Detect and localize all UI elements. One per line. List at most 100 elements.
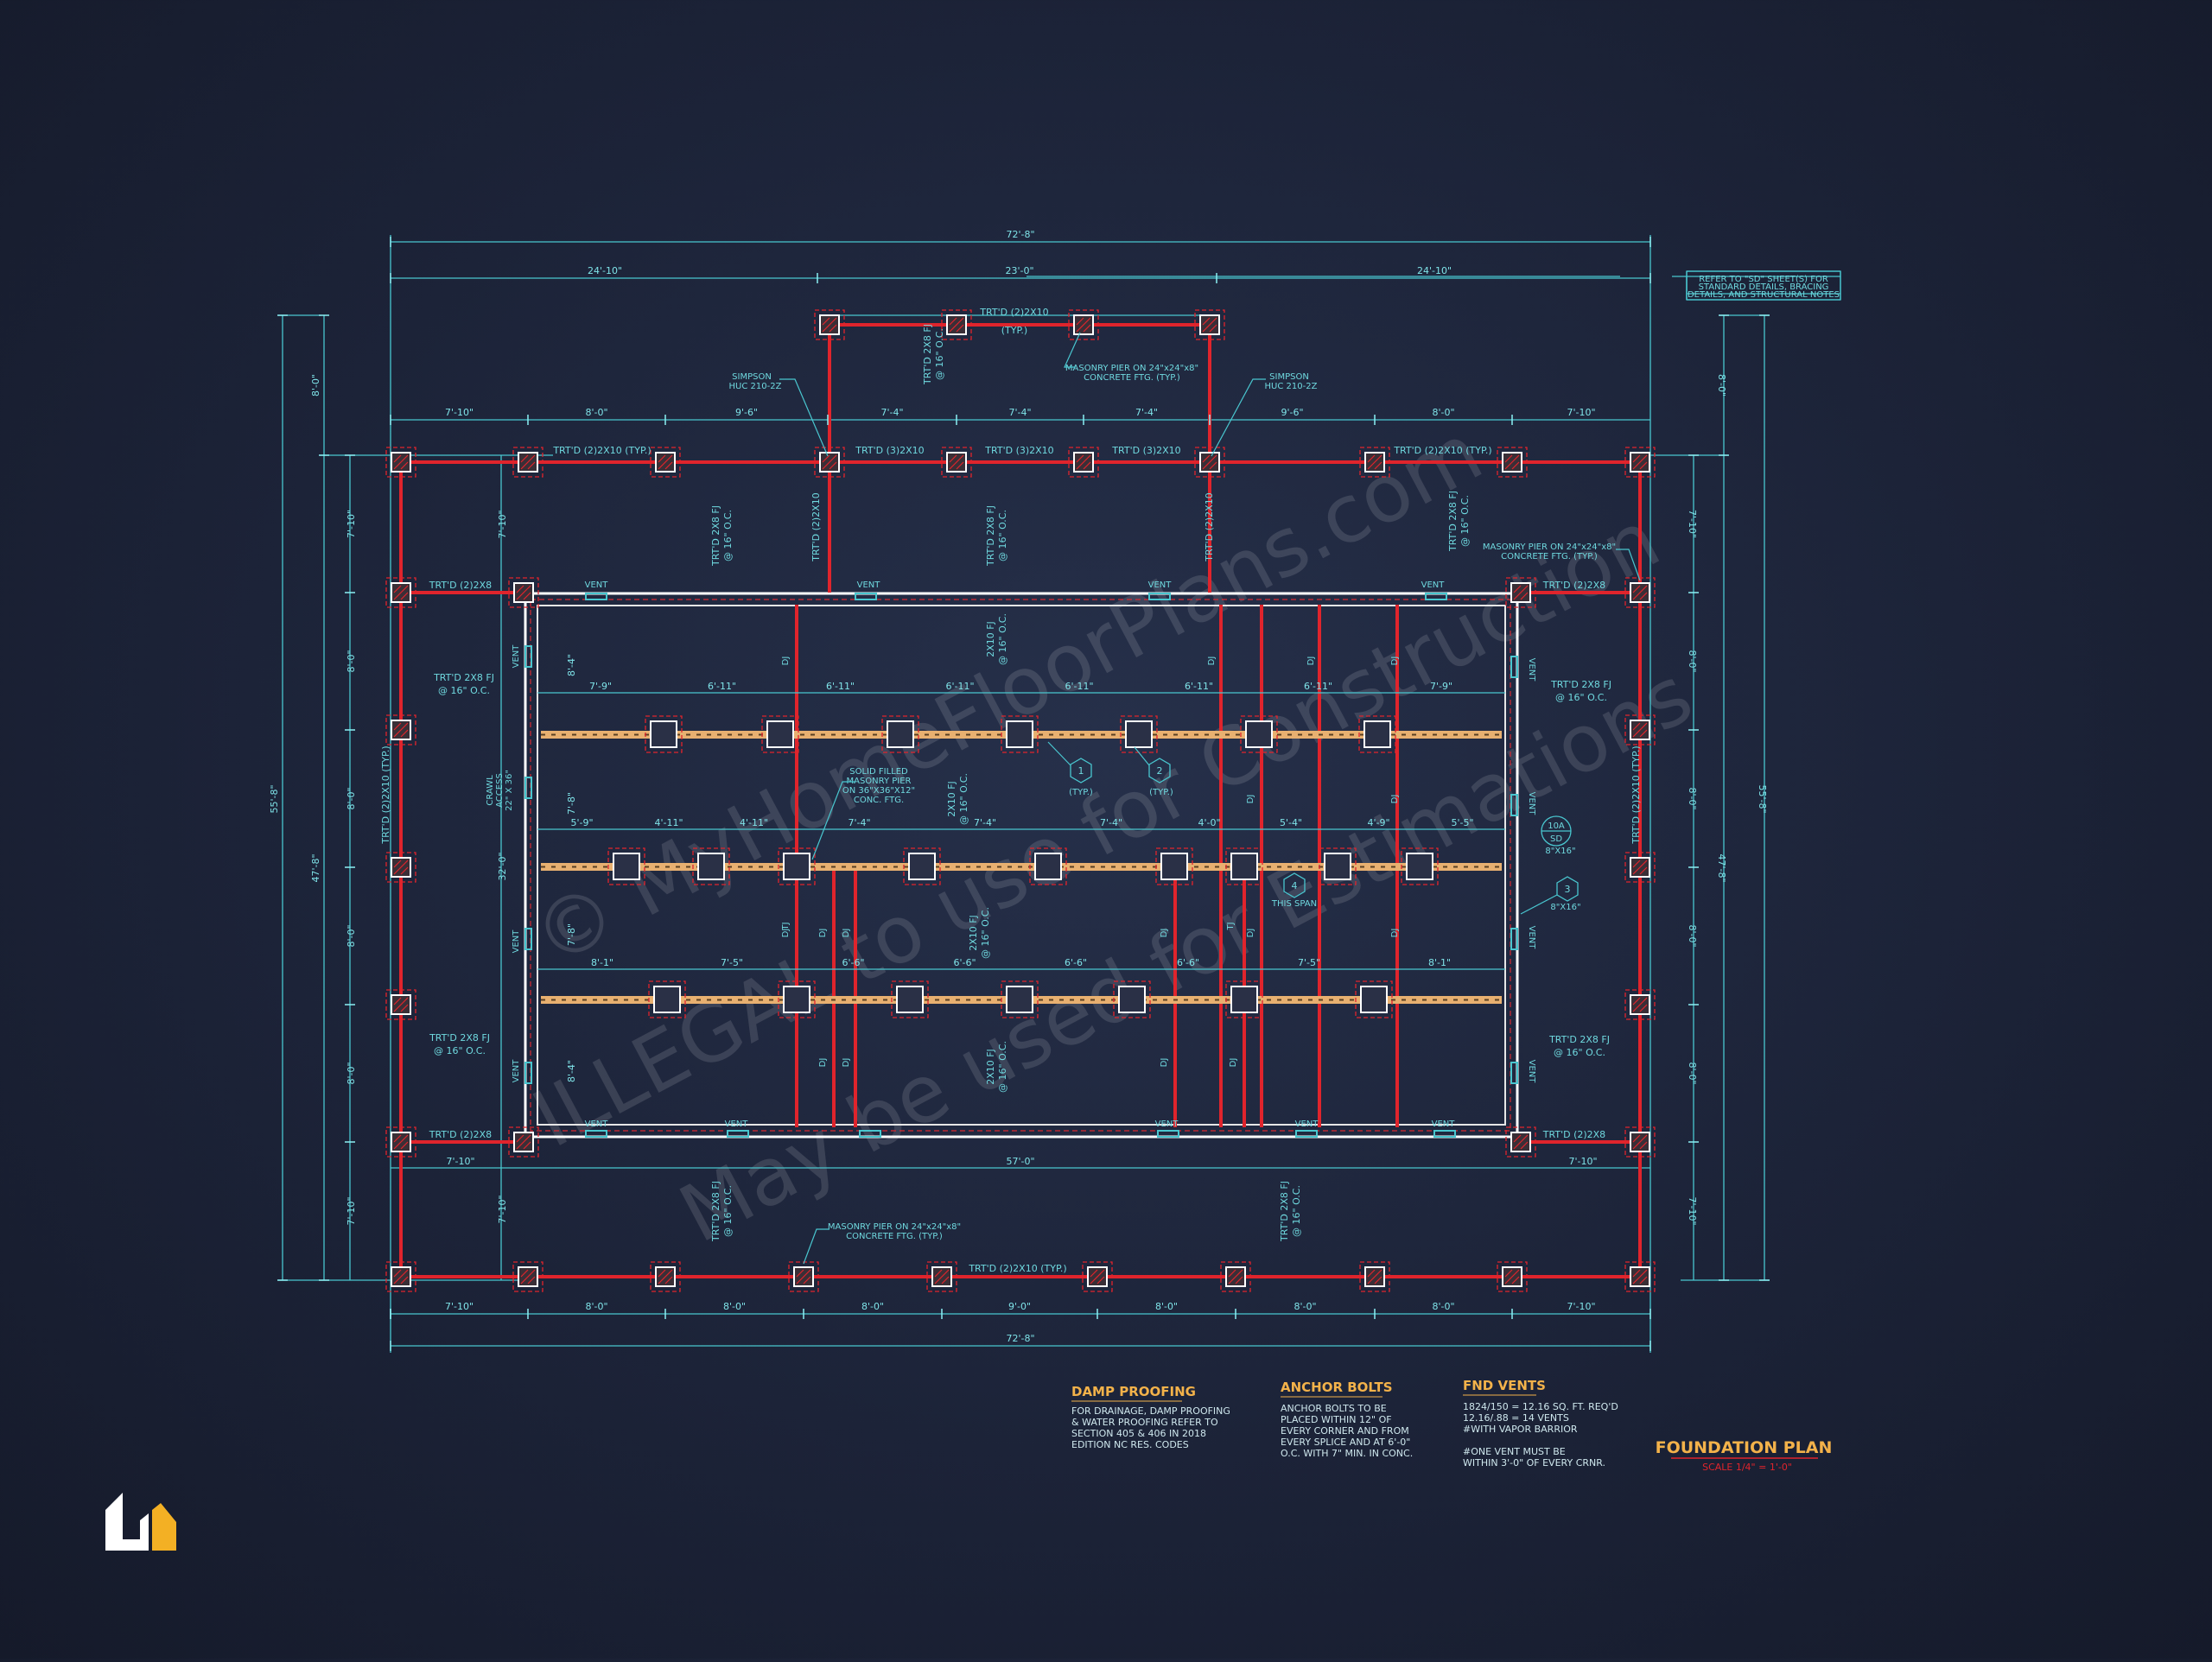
dim-row-bottom-9: 7'-10"	[1567, 1301, 1595, 1312]
corner-pier	[508, 1126, 539, 1158]
girder-pier	[778, 847, 816, 885]
label-fj-top-right: TRT'D 2X8 FJ	[1447, 491, 1459, 552]
label-pier-top: MASONRY PIER ON 24"x24"x8"	[1065, 364, 1198, 373]
leader-lines	[779, 332, 1641, 1265]
vent-label-6: VENT	[725, 1120, 749, 1129]
tag-2: 2	[1157, 765, 1163, 777]
dim-row-top-8: 8'-0"	[1432, 407, 1454, 418]
label-fj-top-center: TRT'D 2X8 FJ	[985, 505, 996, 567]
label-oc-bottom-left: @ 16" O.C.	[722, 1185, 734, 1237]
perimeter-pier	[1624, 714, 1656, 745]
dim-left-overall: 55'-8"	[269, 784, 280, 813]
perimeter-pier	[1624, 989, 1656, 1020]
note-vents-6: WITHIN 3'-0" OF EVERY CRNR.	[1463, 1457, 1605, 1469]
label-oc-right-a: @ 16" O.C.	[1555, 692, 1607, 703]
label-this-span: THIS SPAN	[1271, 899, 1317, 909]
perimeter-pier	[1194, 447, 1225, 478]
label-2x8-left-top: TRT'D (2)2X8	[429, 580, 492, 591]
note-vents-3: #WITH VAPOR BARRIOR	[1463, 1424, 1578, 1435]
girder3-dim-6: 6'-6"	[1177, 957, 1199, 968]
dim-right-seg-6: 7'-10"	[1687, 1196, 1698, 1225]
label-fj-left-a: TRT'D 2X8 FJ	[433, 672, 494, 683]
dim-overall-top: 72'-8"	[1006, 229, 1034, 240]
note-vents-heading: FND VENTS	[1463, 1378, 1546, 1393]
dim-row-top-2: 8'-0"	[585, 407, 607, 418]
label-crawl-3: 22" X 36"	[505, 770, 514, 811]
girder2-dim-8: 5'-4"	[1280, 817, 1302, 828]
dim-row-bottom-7: 8'-0"	[1294, 1301, 1316, 1312]
note-vents-1: 1824/150 = 12.16 SQ. FT. REQ'D	[1463, 1401, 1618, 1412]
perimeter-pier	[814, 447, 845, 478]
girder1-dim-6: 6'-11"	[1185, 681, 1213, 692]
dim-crawl-inner-4: 8'-4"	[566, 1060, 577, 1082]
dim-crawl-side-3: 7'-10"	[497, 1195, 508, 1223]
title-block: FOUNDATION PLAN SCALE 1/4" = 1'-0"	[1656, 1438, 1833, 1473]
girder3-dim-7: 7'-5"	[1298, 957, 1320, 968]
note-damp-2: & WATER PROOFING REFER TO	[1071, 1417, 1218, 1428]
dim-row-top-5: 7'-4"	[1008, 407, 1031, 418]
vent-label-5: VENT	[585, 1120, 609, 1129]
label-trtd-typ-left: TRT'D (2)2X10 (TYP.)	[552, 445, 651, 456]
girder-lines	[541, 731, 1502, 1004]
vent-label-left-3: VENT	[512, 1059, 521, 1083]
girder2-dim-4: 7'-4"	[848, 817, 870, 828]
note-anchor-3: EVERY CORNER AND FROM	[1281, 1425, 1409, 1437]
perimeter-pier	[385, 1126, 416, 1158]
label-fj-right-b: TRT'D 2X8 FJ	[1548, 1034, 1610, 1045]
row-bottom-dimensions: 7'-10"8'-0"8'-0"8'-0"9'-0"8'-0"8'-0"8'-0…	[390, 1301, 1596, 1319]
dim-row-bottom-4: 8'-0"	[861, 1301, 884, 1312]
perimeter-pier	[512, 447, 543, 478]
dim-bottom-crawl-1: 7'-10"	[446, 1156, 474, 1167]
label-solid-filled-2: MASONRY PIER	[846, 777, 911, 786]
girder3-dim-5: 6'-6"	[1065, 957, 1087, 968]
girder2-dim-3: 4'-11"	[740, 817, 768, 828]
label-crawl-1: CRAWL	[486, 775, 495, 806]
perimeter-pier	[788, 1261, 819, 1292]
general-notes: DAMP PROOFING FOR DRAINAGE, DAMP PROOFIN…	[1071, 1378, 1618, 1469]
girder-pier	[1319, 847, 1357, 885]
porch-pier	[1068, 309, 1099, 340]
dim-crawl-inner-1: 8'-4"	[566, 654, 577, 676]
dim-right-seg-3: 8'-0"	[1687, 787, 1698, 809]
dim-right-seg-4: 8'-0"	[1687, 924, 1698, 947]
label-typ-top: (TYP.)	[1001, 325, 1027, 336]
girder1-dim-2: 6'-11"	[708, 681, 736, 692]
label-2x10-typ-right: TRT'D (2)2X10 (TYP.)	[1630, 745, 1642, 844]
perimeter-pier	[650, 447, 681, 478]
girder-pier	[1113, 980, 1151, 1018]
label-simpson-right: SIMPSON	[1269, 372, 1309, 382]
label-pier-right: MASONRY PIER ON 24"x24"x8"	[1483, 542, 1616, 552]
girder1-dim-3: 6'-11"	[826, 681, 855, 692]
perimeter-pier	[1082, 1261, 1113, 1292]
label-2x8-right-bottom: TRT'D (2)2X8	[1542, 1129, 1605, 1140]
perimeter-pier	[650, 1261, 681, 1292]
dim-bottom-crawl-2: 57'-0"	[1006, 1156, 1034, 1167]
dim-row-top-9: 7'-10"	[1567, 407, 1595, 418]
girder3-dim-3: 6'-6"	[842, 957, 864, 968]
label-trtd-3-2x10-c: TRT'D (3)2X10	[1111, 445, 1180, 456]
dim-row-bottom-3: 8'-0"	[723, 1301, 746, 1312]
perimeter-pier	[1220, 1261, 1251, 1292]
label-size-8x16-a: 8"X16"	[1545, 847, 1575, 856]
label-solid-filled-3: ON 36"X36"X12"	[842, 786, 915, 796]
tj-label-1: TJ	[781, 922, 791, 930]
label-2x10oc-1: @ 16" O.C.	[997, 613, 1008, 665]
label-trtd-3-2x10-a: TRT'D (3)2X10	[855, 445, 924, 456]
perimeter-pier	[1359, 1261, 1390, 1292]
girder2-dim-10: 5'-5"	[1451, 817, 1473, 828]
label-trtd-typ-right: TRT'D (2)2X10 (TYP.)	[1393, 445, 1491, 456]
side-dimensions: 55'-8" 8'-0" 47'-8" 55'-8" 8'-0" 47'-8" …	[269, 374, 1768, 1224]
porch-pier	[1194, 309, 1225, 340]
girder-pier	[1029, 847, 1067, 885]
note-anchor-5: O.C. WITH 7" MIN. IN CONC.	[1281, 1448, 1413, 1459]
sheet-ref-line-1: REFER TO "SD" SHEET(S) FOR	[1699, 275, 1828, 284]
section-tag-top: 10A	[1548, 821, 1565, 831]
girder-pier	[881, 715, 919, 753]
vent-label-2: VENT	[857, 580, 881, 590]
girder1-dim-8: 7'-9"	[1430, 681, 1452, 692]
dj-label-10: DJ	[818, 929, 828, 938]
label-simpson-left: SIMPSON	[732, 372, 772, 382]
dj-label-4: DJ	[1390, 657, 1400, 666]
label-fj-left-b: TRT'D 2X8 FJ	[429, 1032, 490, 1044]
